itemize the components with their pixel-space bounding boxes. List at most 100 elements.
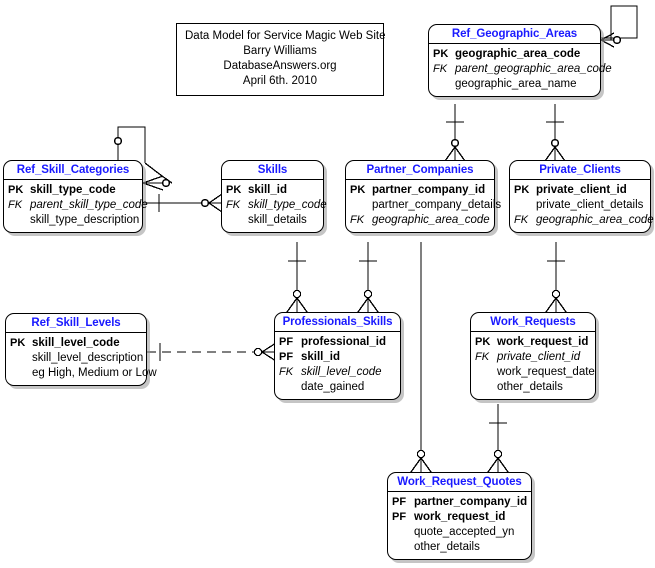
attribute-key: PF: [392, 496, 407, 508]
attribute-key: [514, 198, 536, 213]
attribute-name: private_client_details: [536, 199, 644, 211]
crowfoot-partner-profskills: [357, 289, 379, 313]
wire-geo-self: [601, 5, 638, 40]
entity-partner-companies[interactable]: Partner_Companies PK partner_company_id …: [345, 160, 501, 233]
attribute-row: other_details: [475, 380, 591, 395]
attribute-list: PK geographic_area_code FK parent_geogra…: [429, 44, 612, 96]
attribute-name: skill_type_code: [30, 184, 116, 196]
entity-work-request-quotes[interactable]: Work_Request_Quotes PF partner_company_i…: [387, 472, 532, 560]
attribute-key: [8, 213, 30, 228]
attribute-row: private_client_details: [514, 198, 646, 213]
attribute-row: PF work_request_id: [392, 510, 527, 525]
attribute-list: PK work_request_id FK private_client_id …: [471, 332, 595, 399]
crowfoot-private-workreq: [545, 289, 567, 313]
crowfoot-skills-profskills: [286, 289, 308, 313]
attribute-key: [392, 540, 414, 555]
crowfoot-geo-private: [544, 138, 566, 162]
attribute-name: geographic_area_name: [455, 78, 577, 90]
diagram-title-block: Data Model for Service Magic Web Site Ba…: [176, 23, 386, 96]
attribute-row: date_gained: [279, 380, 396, 395]
title-line-1: Data Model for Service Magic Web Site: [185, 30, 386, 42]
attribute-row: FK private_client_id: [475, 350, 591, 365]
attribute-list: PF partner_company_id PF work_request_id…: [388, 492, 531, 559]
entity-work-requests[interactable]: Work_Requests PK work_request_id FK priv…: [470, 312, 596, 400]
attribute-name: quote_accepted_yn: [414, 526, 515, 538]
entity-ref-skill-categories[interactable]: Ref_Skill_Categories PK skill_type_code …: [3, 160, 148, 233]
attribute-list: PK partner_company_id partner_company_de…: [346, 180, 501, 232]
entity-professionals-skills[interactable]: Professionals_Skills PF professional_id …: [274, 312, 401, 400]
attribute-key: FK: [8, 199, 23, 211]
entity-title: Partner_Companies: [346, 161, 494, 180]
attribute-name: private_client_id: [536, 184, 627, 196]
attribute-row: FK skill_level_code: [279, 365, 396, 380]
entity-private-clients[interactable]: Private_Clients PK private_client_id pri…: [509, 160, 654, 233]
attribute-key: [10, 351, 32, 366]
attribute-key: [392, 525, 414, 540]
attribute-row: PF partner_company_id: [392, 495, 527, 510]
attribute-row: PK skill_type_code: [8, 183, 138, 198]
entity-ref-skill-levels[interactable]: Ref_Skill_Levels PK skill_level_code ski…: [5, 313, 157, 386]
attribute-key: [350, 198, 372, 213]
attribute-name: skill_level_code: [32, 337, 120, 349]
attribute-list: PK skill_id FK skill_type_code skill_det…: [222, 180, 327, 232]
attribute-row: FK geographic_area_code: [350, 213, 490, 228]
attribute-row: skill_type_description: [8, 213, 139, 228]
attribute-list: PK skill_level_code skill_level_descript…: [6, 333, 157, 385]
attribute-name: other_details: [497, 381, 563, 393]
attribute-name: skill_type_code: [248, 199, 327, 211]
entity-ref-geographic-areas[interactable]: Ref_Geographic_Areas PK geographic_area_…: [428, 24, 612, 97]
entity-title: Private_Clients: [510, 161, 650, 180]
attribute-name: parent_geographic_area_code: [455, 63, 612, 75]
attribute-key: PK: [350, 184, 366, 196]
attribute-name: parent_skill_type_code: [30, 199, 148, 211]
attribute-row: FK skill_type_code: [226, 198, 327, 213]
entity-skills[interactable]: Skills PK skill_id FK skill_type_code sk…: [221, 160, 327, 233]
attribute-key: FK: [433, 63, 448, 75]
attribute-key: [10, 366, 32, 381]
attribute-name: work_request_id: [414, 511, 506, 523]
crowfoot-geo-self: [600, 32, 622, 48]
attribute-key: FK: [514, 214, 529, 226]
attribute-row: PK skill_level_code: [10, 336, 142, 351]
attribute-row: eg High, Medium or Low: [10, 366, 157, 381]
attribute-list: PK private_client_id private_client_deta…: [510, 180, 654, 232]
entity-title: Ref_Skill_Levels: [6, 314, 146, 333]
attribute-name: skill_details: [248, 214, 307, 226]
attribute-row: quote_accepted_yn: [392, 525, 527, 540]
attribute-name: skill_level_code: [301, 366, 382, 378]
attribute-key: [279, 380, 301, 395]
attribute-name: geographic_area_code: [455, 48, 581, 60]
attribute-name: partner_company_id: [372, 184, 486, 196]
attribute-row: skill_details: [226, 213, 319, 228]
attribute-list: PK skill_type_code FK parent_skill_type_…: [4, 180, 148, 232]
attribute-name: partner_company_id: [414, 496, 528, 508]
entity-title: Work_Requests: [471, 313, 595, 332]
crowfoot-skillcat-skills: [200, 193, 223, 213]
attribute-name: geographic_area_code: [372, 214, 490, 226]
attribute-name: other_details: [414, 541, 480, 553]
attribute-key: FK: [279, 366, 294, 378]
attribute-name: professional_id: [301, 336, 386, 348]
attribute-key: PK: [475, 336, 491, 348]
attribute-name: work_request_date: [497, 366, 595, 378]
attribute-key: PK: [8, 184, 24, 196]
crowfoot-geo-partner: [444, 138, 466, 162]
attribute-name: skill_id: [301, 351, 340, 363]
attribute-key: PK: [10, 337, 26, 349]
attribute-name: geographic_area_code: [536, 214, 654, 226]
attribute-key: PF: [279, 336, 294, 348]
attribute-row: PF skill_id: [279, 350, 396, 365]
attribute-key: FK: [350, 214, 365, 226]
attribute-name: skill_id: [248, 184, 287, 196]
attribute-row: PK geographic_area_code: [433, 47, 596, 62]
title-line-2: Barry Williams: [243, 45, 317, 57]
attribute-name: work_request_id: [497, 336, 589, 348]
attribute-row: FK geographic_area_code: [514, 213, 654, 228]
entity-title: Skills: [222, 161, 323, 180]
title-line-3: DatabaseAnswers.org: [223, 60, 337, 72]
attribute-row: PK partner_company_id: [350, 183, 490, 198]
attribute-key: PF: [392, 511, 407, 523]
attribute-row: work_request_date: [475, 365, 595, 380]
attribute-name: date_gained: [301, 381, 365, 393]
